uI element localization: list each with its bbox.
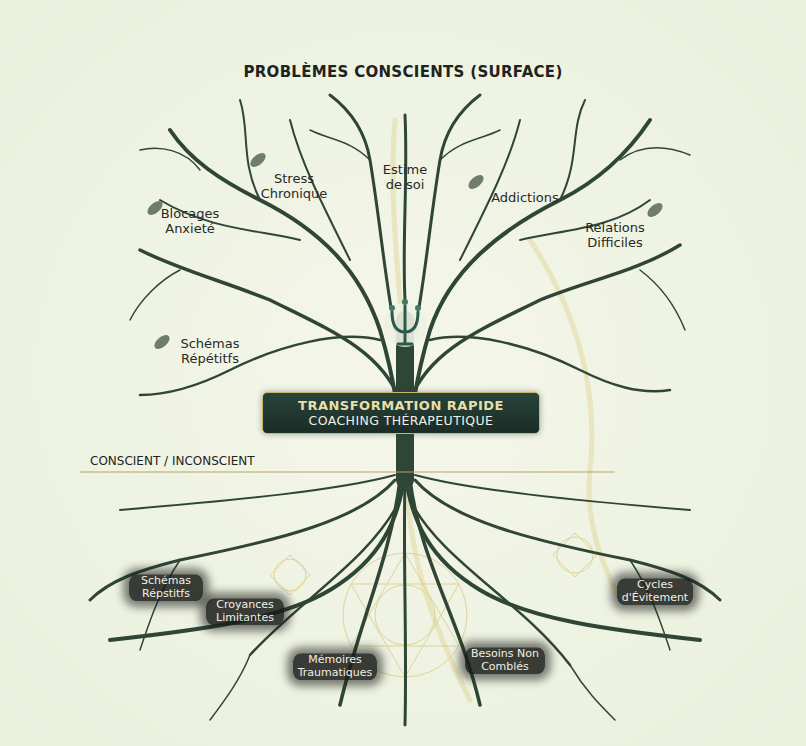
geometry-diamond	[553, 533, 597, 577]
root-text: Cycles d'Évitement	[619, 579, 691, 604]
branch-label: Stress Chronique	[258, 172, 330, 202]
branch-label: Schémas Répétitfs	[172, 337, 248, 367]
root-text: Croyances Limitantes	[208, 599, 282, 624]
root-tag: Besoins Non Comblés	[465, 647, 545, 674]
divider-label: CONSCIENT / INCONSCIENT	[90, 454, 255, 468]
twig	[560, 100, 585, 200]
leaf	[248, 150, 268, 169]
root	[110, 470, 405, 640]
root-text: Mémoires Traumatiques	[295, 654, 375, 679]
branch	[404, 115, 406, 300]
root	[415, 475, 690, 510]
branch	[330, 95, 395, 330]
geometry-diamond	[270, 555, 310, 595]
root-tag: Cycles d'Évitement	[617, 578, 693, 605]
root	[250, 500, 400, 655]
tree-roots	[90, 470, 720, 725]
root-text: Besoins Non Comblés	[467, 648, 543, 673]
root-text: Schémas Répstitfs	[131, 575, 201, 600]
twig	[440, 130, 500, 160]
logo-leaf	[415, 305, 421, 311]
banner-line: TRANSFORMATION RAPIDE	[298, 398, 504, 414]
root-tag: Croyances Limitantes	[206, 598, 284, 625]
branch	[140, 250, 400, 400]
branch	[415, 95, 480, 330]
twig	[640, 270, 685, 330]
root	[404, 480, 405, 725]
branch-label: Relations Difficiles	[579, 221, 651, 251]
logo-disc	[383, 303, 427, 347]
branch-label: Addictions	[475, 191, 575, 206]
twig	[240, 100, 260, 200]
logo-leaf	[402, 299, 408, 305]
twig	[140, 148, 200, 170]
root-tag: Mémoires Traumatiques	[293, 653, 377, 680]
root	[410, 500, 570, 665]
rootlet	[570, 665, 615, 720]
glow-branch	[530, 240, 620, 600]
psi-symbol	[392, 306, 418, 344]
branch-label: Blocages Anxieté	[154, 207, 226, 237]
diagram-title: PROBLÈMES CONSCIENTS (SURFACE)	[243, 63, 562, 81]
conscious-divider	[80, 471, 615, 472]
center-banner: TRANSFORMATION RAPIDECOACHING THÉRAPEUTI…	[262, 392, 540, 434]
twig	[310, 130, 370, 160]
tree-branches	[130, 95, 690, 480]
geometry-circle	[557, 537, 593, 573]
leaves	[145, 150, 665, 351]
branch	[430, 337, 670, 391]
branch-label: Estime de soi	[377, 163, 433, 193]
branch	[410, 245, 680, 400]
root	[120, 475, 395, 510]
leaf	[152, 332, 172, 351]
logo-leaf	[389, 305, 395, 311]
leaf	[645, 200, 665, 219]
twig	[620, 148, 690, 160]
root-tag: Schémas Répstitfs	[129, 574, 203, 601]
branch	[140, 337, 380, 395]
leaf	[466, 172, 486, 191]
rootlet	[210, 655, 250, 720]
twig	[130, 270, 180, 320]
psi-logo	[383, 299, 427, 347]
geometry-circle	[274, 559, 306, 591]
banner-line: COACHING THÉRAPEUTIQUE	[309, 413, 494, 428]
